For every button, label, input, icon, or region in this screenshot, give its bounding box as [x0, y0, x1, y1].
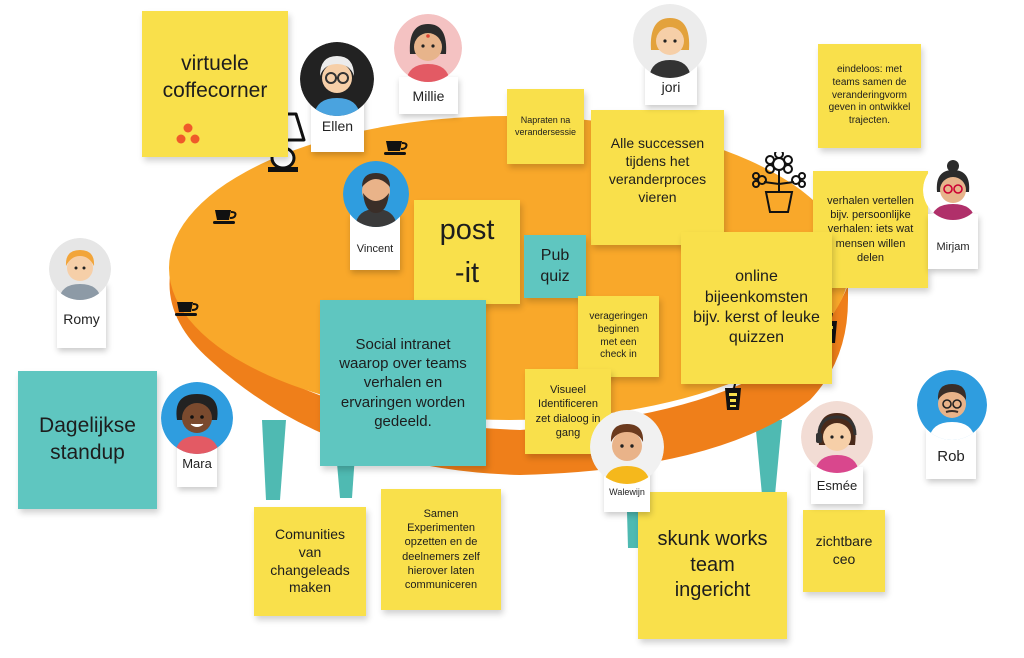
person-name: Rob	[937, 447, 965, 465]
note-text: zichtbare ceo	[815, 533, 873, 567]
avatar-jori	[633, 4, 707, 78]
note-social-intranet[interactable]: Social intranet waarop over teams verhal…	[320, 300, 486, 466]
avatar-rob	[917, 370, 987, 440]
person-name: Romy	[63, 311, 100, 327]
note-zichtbare-ceo[interactable]: zichtbare ceo	[803, 510, 885, 592]
note-text: skunk works team ingericht	[657, 528, 768, 602]
logo-dots-icon	[176, 123, 200, 144]
flower-pot-icon	[752, 152, 806, 213]
avatar-mara	[161, 382, 233, 454]
note-successen[interactable]: Alle successen tijdens het veranderproce…	[591, 110, 724, 245]
person-name: Mirjam	[936, 240, 970, 253]
note-text: eindeloos: met teams samen de veranderin…	[828, 64, 911, 127]
note-verageringen[interactable]: verageringen beginnen met een check in	[578, 296, 659, 377]
avatar-vincent	[343, 161, 409, 227]
note-text: Comunities van changeleads maken	[270, 525, 350, 596]
coffee-cup-icon	[213, 210, 237, 224]
drink-glass-icon	[725, 380, 741, 410]
note-text: Samen Experimenten opzetten en de deelne…	[402, 508, 480, 591]
person-name: Ellen	[321, 117, 354, 134]
note-text: verhalen vertellen bijv. persoonlijke ve…	[827, 195, 914, 264]
avatar-mirjam	[923, 160, 983, 220]
note-text: virtuele coffecorner	[162, 52, 268, 102]
person-name: Walewijn	[609, 487, 645, 497]
note-skunk-works[interactable]: skunk works team ingericht	[638, 492, 787, 639]
note-text: Napraten na verandersessie	[514, 114, 577, 137]
person-name: Millie	[412, 87, 445, 104]
note-online-bijeenkomsten[interactable]: online bijeenkomsten bijv. kerst of leuk…	[681, 232, 832, 384]
note-text: Visueel Identificeren zet dialoog in gan…	[535, 384, 601, 439]
note-text: Dagelijkse standup	[39, 414, 136, 464]
note-text: post-it	[439, 213, 495, 290]
note-text: online bijeenkomsten bijv. kerst of leuk…	[693, 268, 820, 347]
note-text: verageringen beginnen met een check in	[589, 310, 648, 361]
coffee-cup-icon	[384, 141, 408, 155]
note-napraten[interactable]: Napraten na verandersessie	[507, 89, 584, 164]
name-card-millie: Millie	[399, 77, 458, 114]
person-name: Esmée	[816, 478, 858, 493]
note-comunities[interactable]: Comunities van changeleads maken	[254, 507, 366, 616]
name-card-mirjam: Mirjam	[928, 214, 978, 269]
avatar-walewijn	[590, 410, 664, 484]
note-pub-quiz[interactable]: Pub quiz	[524, 235, 586, 298]
note-text: Alle successen tijdens het veranderproce…	[608, 135, 707, 205]
person-name: Mara	[182, 456, 212, 471]
avatar-ellen	[300, 42, 374, 116]
avatar-millie	[394, 14, 462, 82]
note-text: Social intranet waarop over teams verhal…	[339, 336, 467, 430]
coffee-cup-icon	[175, 302, 199, 316]
person-name: Vincent	[356, 242, 394, 255]
avatar-romy	[49, 238, 111, 300]
note-experimenten[interactable]: Samen Experimenten opzetten en de deelne…	[381, 489, 501, 610]
note-virtuele-coffecorner[interactable]: virtuele coffecorner	[142, 11, 288, 157]
person-name: jori	[661, 79, 681, 95]
note-eindeloos[interactable]: eindeloos: met teams samen de veranderin…	[818, 44, 921, 148]
avatar-esmee	[801, 401, 873, 473]
note-verhalen[interactable]: verhalen vertellen bijv. persoonlijke ve…	[813, 171, 928, 288]
note-post-it[interactable]: post-it	[414, 200, 520, 304]
note-text: Pub quiz	[540, 246, 570, 285]
note-dagelijkse-standup[interactable]: Dagelijkse standup	[18, 371, 157, 509]
name-card-esmee: Esmée	[811, 467, 863, 504]
